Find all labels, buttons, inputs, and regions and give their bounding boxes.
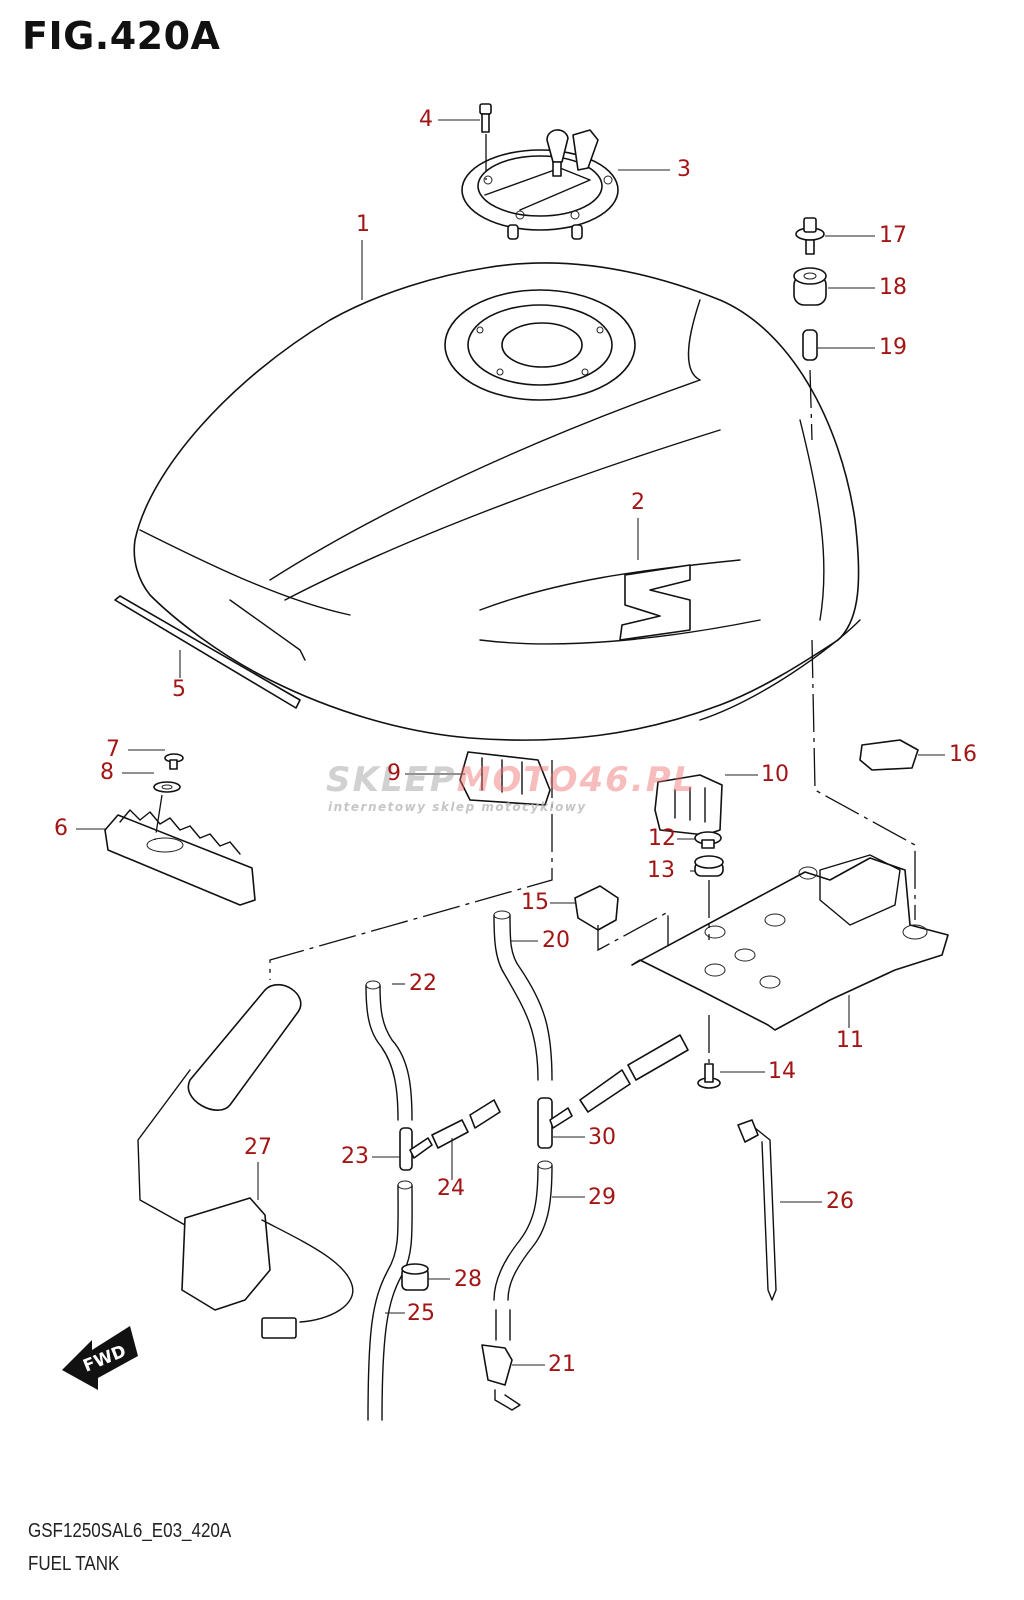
- forward-direction-arrow: FWD: [62, 1326, 138, 1390]
- callout-17[interactable]: 17: [879, 223, 907, 248]
- callout-10[interactable]: 10: [761, 762, 789, 787]
- t-joint-part-30[interactable]: [537, 1097, 573, 1149]
- collar-part-12[interactable]: [694, 831, 722, 849]
- rear-cushion-part-6[interactable]: [104, 809, 256, 906]
- callout-26[interactable]: 26: [826, 1189, 854, 1214]
- callout-4[interactable]: 4: [419, 107, 433, 132]
- callout-14[interactable]: 14: [768, 1059, 796, 1084]
- callout-24[interactable]: 24: [437, 1176, 465, 1201]
- fuel-level-gauge-part-27[interactable]: [137, 983, 354, 1339]
- callout-19[interactable]: 19: [879, 335, 907, 360]
- emblem-part-2[interactable]: [619, 564, 691, 641]
- callout-27[interactable]: 27: [244, 1135, 272, 1160]
- watermark-brand-part1: SKLEP: [326, 760, 457, 800]
- rubber-strip-part-5[interactable]: [114, 595, 301, 709]
- figure-code: GSF1250SAL6_E03_420A: [28, 1520, 232, 1542]
- callout-28[interactable]: 28: [454, 1267, 482, 1292]
- fuel-cap-part-3[interactable]: [461, 129, 619, 240]
- screw-part-7[interactable]: [164, 753, 184, 770]
- hose-part-22[interactable]: [365, 980, 413, 1121]
- callout-5[interactable]: 5: [172, 677, 186, 702]
- spacer-part-19[interactable]: [802, 329, 818, 361]
- hose-part-24[interactable]: [431, 1099, 501, 1149]
- watermark-tagline: internetowy sklep motocyklowy: [328, 800, 587, 814]
- callout-13[interactable]: 13: [647, 858, 675, 883]
- callout-16[interactable]: 16: [949, 742, 977, 767]
- mount-bolt-part-17[interactable]: [795, 217, 825, 255]
- callout-8[interactable]: 8: [100, 760, 114, 785]
- callout-7[interactable]: 7: [106, 737, 120, 762]
- cushion-block-part-15[interactable]: [574, 885, 619, 931]
- hose-piece-upper[interactable]: [579, 1034, 689, 1113]
- callout-22[interactable]: 22: [409, 971, 437, 996]
- bolt-part-14[interactable]: [697, 1063, 721, 1089]
- t-joint-part-23[interactable]: [399, 1127, 433, 1171]
- callout-25[interactable]: 25: [407, 1301, 435, 1326]
- mount-cushion-part-18[interactable]: [793, 267, 827, 306]
- callout-21[interactable]: 21: [548, 1352, 576, 1377]
- hose-part-29[interactable]: [493, 1160, 553, 1341]
- cap-part-28[interactable]: [401, 1263, 429, 1291]
- leader-lines: [76, 119, 945, 1366]
- callout-2[interactable]: 2: [631, 490, 645, 515]
- drain-hose-part-25[interactable]: [367, 1180, 413, 1421]
- hose-part-20[interactable]: [493, 910, 553, 1081]
- callout-23[interactable]: 23: [341, 1144, 369, 1169]
- figure-name: FUEL TANK: [28, 1553, 120, 1575]
- callout-30[interactable]: 30: [588, 1125, 616, 1150]
- callout-6[interactable]: 6: [54, 816, 68, 841]
- tank-bracket-part-11[interactable]: [631, 854, 949, 1031]
- callout-18[interactable]: 18: [879, 275, 907, 300]
- pad-part-16[interactable]: [859, 739, 919, 771]
- callout-15[interactable]: 15: [521, 890, 549, 915]
- grommet-part-13[interactable]: [694, 855, 724, 877]
- figure-title: FIG.420A: [22, 14, 221, 58]
- hose-clip-part-26[interactable]: [737, 1119, 777, 1301]
- washer-part-8[interactable]: [153, 781, 181, 793]
- callout-11[interactable]: 11: [836, 1028, 864, 1053]
- callout-1[interactable]: 1: [356, 212, 370, 237]
- callout-29[interactable]: 29: [588, 1185, 616, 1210]
- watermark-brand-part2: MOTO46.PL: [456, 760, 697, 800]
- clamp-part-21[interactable]: [481, 1344, 521, 1411]
- callout-9[interactable]: 9: [387, 761, 401, 786]
- watermark-logo: SKLEPMOTO46.PL: [326, 760, 696, 800]
- cap-bolt-part-4[interactable]: [479, 103, 492, 133]
- callout-12[interactable]: 12: [648, 826, 676, 851]
- callout-20[interactable]: 20: [542, 928, 570, 953]
- callout-3[interactable]: 3: [677, 157, 691, 182]
- front-cushion-part-9[interactable]: [459, 751, 551, 806]
